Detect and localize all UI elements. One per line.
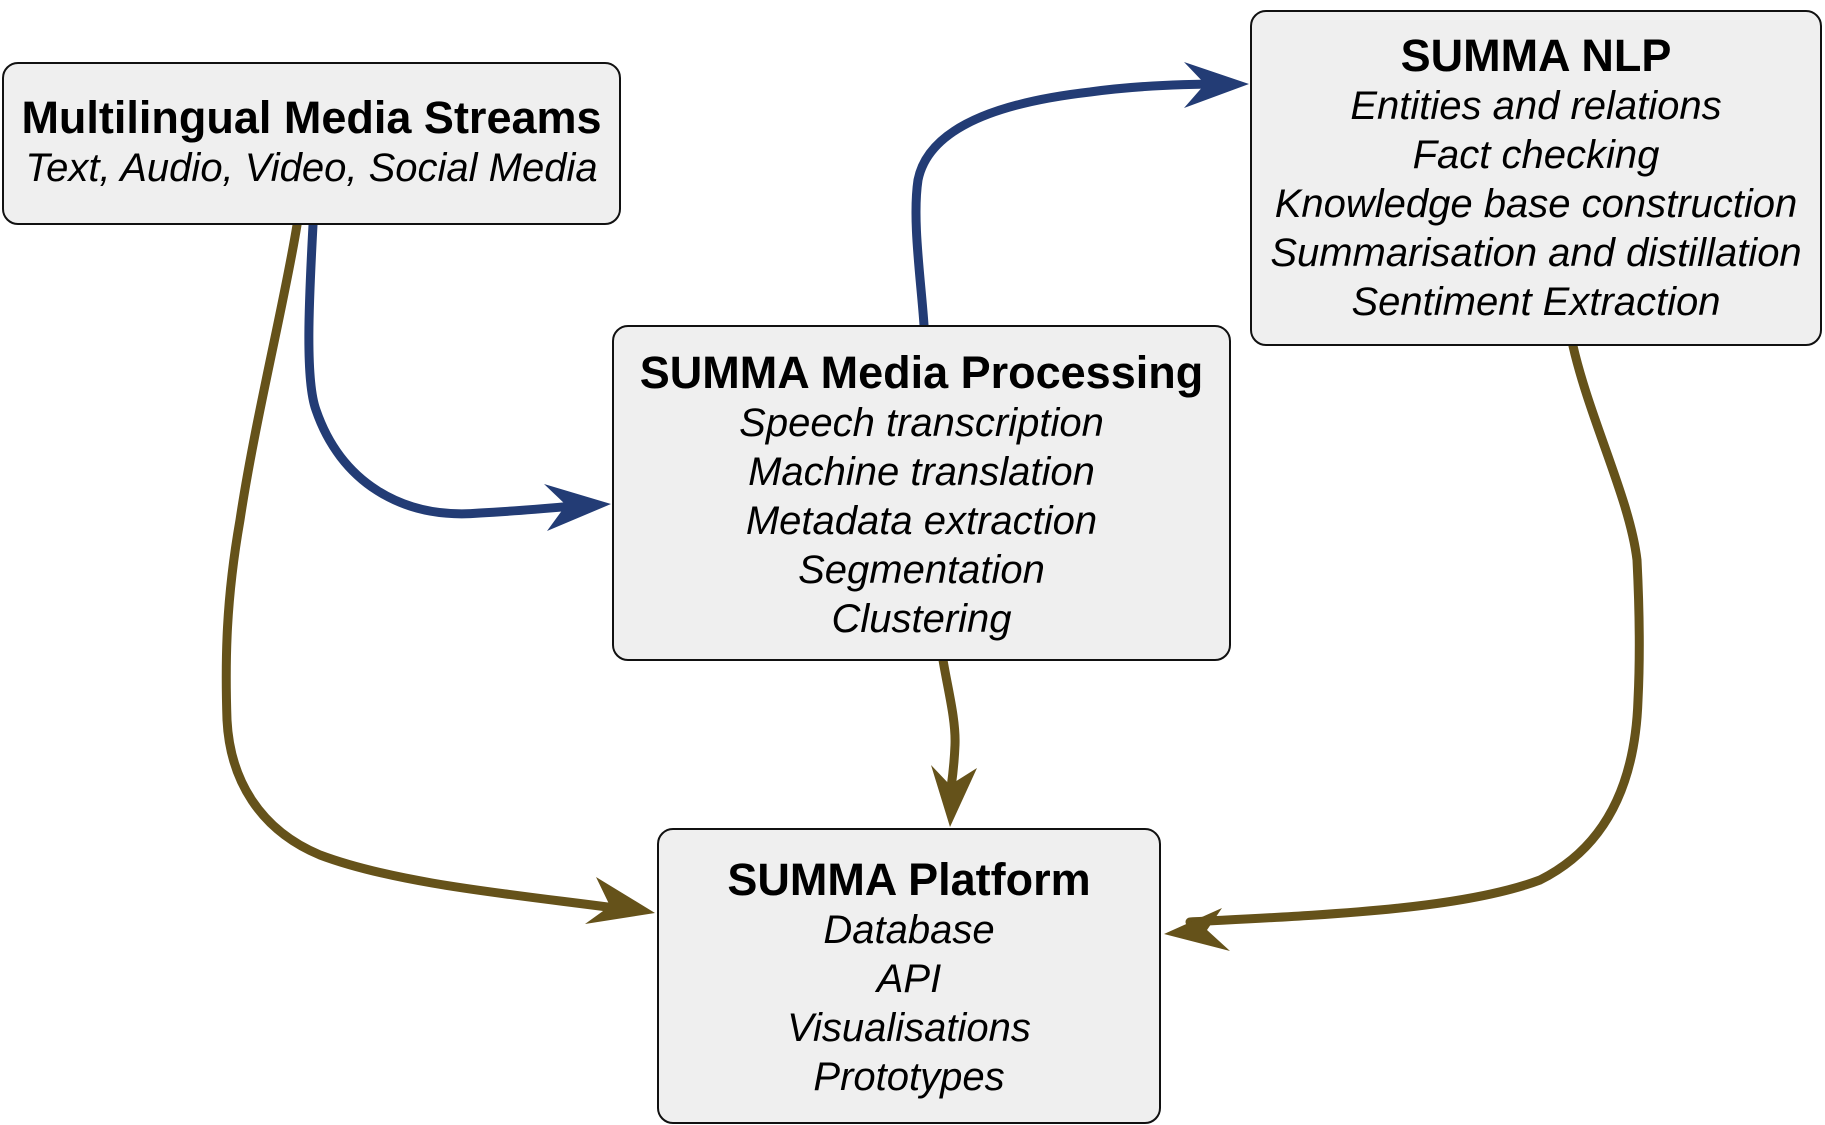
node-item: Fact checking <box>1412 133 1660 177</box>
node-multilingual-media-streams: Multilingual Media Streams Text, Audio, … <box>2 62 621 225</box>
node-summa-platform: SUMMA Platform Database API Visualisatio… <box>657 828 1161 1124</box>
arrowhead-media-to-nlp <box>1184 62 1249 108</box>
node-item: Summarisation and distillation <box>1270 231 1802 275</box>
edge-media-to-platform <box>938 655 960 800</box>
node-title: SUMMA Platform <box>727 854 1091 905</box>
arrowhead-streams-to-platform <box>585 877 655 924</box>
edge-streams-to-platform <box>221 220 635 915</box>
arrowhead-streams-to-media <box>544 484 611 531</box>
node-item: Speech transcription <box>739 401 1104 445</box>
node-item: Clustering <box>831 597 1012 641</box>
node-summa-nlp: SUMMA NLP Entities and relations Fact ch… <box>1250 10 1822 346</box>
node-item: Segmentation <box>798 548 1045 592</box>
node-item: Text, Audio, Video, Social Media <box>25 146 598 190</box>
node-item: Database <box>823 908 995 952</box>
edge-nlp-to-platform <box>1185 341 1644 927</box>
node-title: SUMMA Media Processing <box>639 347 1204 398</box>
node-item: Visualisations <box>787 1006 1031 1050</box>
node-item: Knowledge base construction <box>1274 182 1798 226</box>
node-item: API <box>876 957 942 1001</box>
arrowhead-nlp-to-platform <box>1164 908 1230 951</box>
node-title: Multilingual Media Streams <box>21 92 602 143</box>
edge-media-to-nlp <box>911 79 1233 330</box>
edge-streams-to-media <box>304 220 590 519</box>
node-title: SUMMA NLP <box>1400 30 1672 81</box>
node-item: Prototypes <box>813 1055 1005 1099</box>
node-summa-media-processing: SUMMA Media Processing Speech transcript… <box>612 325 1231 661</box>
node-item: Machine translation <box>748 450 1095 494</box>
arrowhead-media-to-platform <box>931 765 977 827</box>
node-item: Entities and relations <box>1350 84 1722 128</box>
node-item: Metadata extraction <box>745 499 1098 543</box>
node-item: Sentiment Extraction <box>1351 280 1721 324</box>
